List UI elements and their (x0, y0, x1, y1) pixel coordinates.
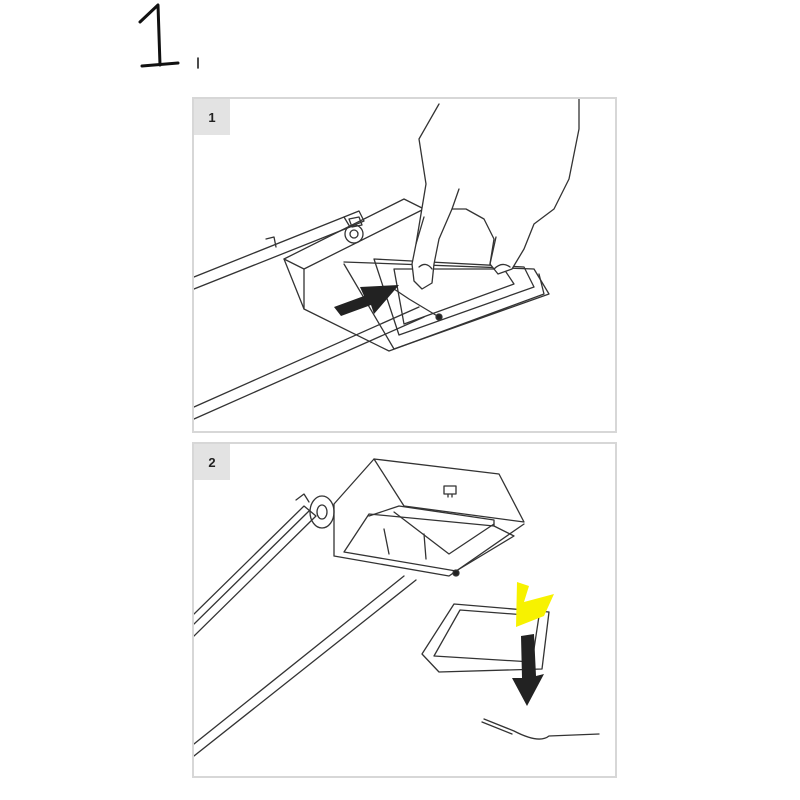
handwritten-numeral (138, 3, 199, 69)
cable (393, 288, 440, 318)
housing-opening (343, 261, 550, 350)
highlight-mark (516, 582, 554, 627)
step-panel-1: 1 (192, 97, 617, 433)
push-arrow-icon (334, 285, 399, 316)
lamp-arm-lower (194, 306, 420, 408)
lamp-arm-lower (194, 575, 405, 745)
step-number-badge: 2 (194, 444, 230, 480)
down-arrow-icon (512, 634, 544, 706)
housing-top (373, 458, 525, 523)
step-2-illustration (194, 458, 600, 757)
step-1-illustration (194, 99, 580, 420)
lamp-arm-upper (194, 505, 317, 637)
step-panel-2: 2 (192, 442, 617, 778)
screw (344, 224, 364, 244)
screw (309, 495, 335, 529)
hand (411, 99, 580, 290)
clip-part (483, 718, 600, 740)
diffuser-plate (421, 603, 550, 673)
housing-opening (343, 513, 515, 572)
lamp-arm-upper (194, 216, 351, 290)
lamp-symbol-icon (443, 485, 457, 498)
housing-top (283, 198, 425, 270)
step-number-badge: 1 (194, 99, 230, 135)
